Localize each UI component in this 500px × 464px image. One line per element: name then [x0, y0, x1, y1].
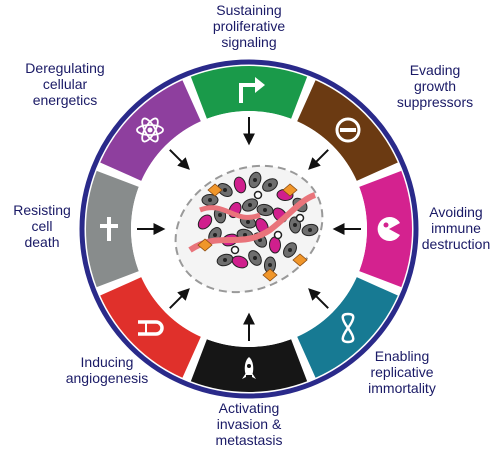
segment-angiogenesis [100, 277, 201, 378]
label-energetics: Deregulating cellular energetics [25, 60, 105, 108]
label-invasion: Activating invasion & metastasis [215, 400, 283, 448]
atom-icon [136, 117, 164, 143]
segment-death [85, 170, 139, 288]
label-immune: Avoiding immune destruction [421, 204, 491, 252]
pacman-cell-icon [377, 217, 400, 241]
no-entry-icon [335, 117, 361, 143]
arrow-immortality [308, 288, 329, 309]
segment-proliferative [190, 66, 308, 119]
tumor-microenvironment-icon [174, 164, 324, 294]
label-angiogenesis: Inducing angiogenesis [65, 354, 149, 386]
infinity-icon [341, 312, 355, 344]
rocket-icon [242, 357, 256, 379]
arrow-angiogenesis [169, 288, 190, 309]
label-proliferative: Sustaining proliferative signaling [212, 2, 286, 50]
arrow-icon [239, 77, 265, 103]
cross-icon [100, 217, 118, 241]
label-suppressors: Evading growth suppressors [396, 62, 474, 110]
label-death: Resisting cell death [13, 202, 71, 250]
vessel-icon [138, 320, 164, 336]
arrow-suppressors [308, 149, 329, 170]
label-immortality: Enabling replicative immortality [368, 348, 436, 396]
arrow-energetics [169, 149, 190, 170]
